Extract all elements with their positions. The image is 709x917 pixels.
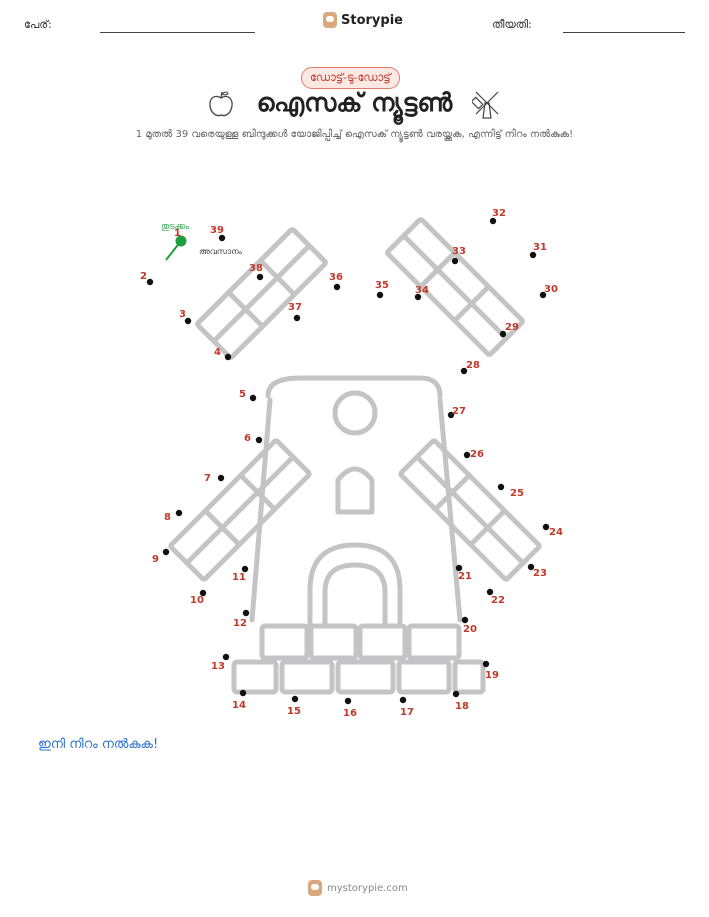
dot-12[interactable] — [242, 609, 250, 617]
page-title: ഐസക് ന്യൂട്ടൺ — [256, 88, 453, 117]
color-prompt: ഇനി നിറം നൽകുക! — [38, 737, 159, 752]
dot-32[interactable] — [489, 217, 497, 225]
dot-18[interactable] — [452, 690, 460, 698]
dot-number-5: 5 — [239, 389, 246, 400]
dot-number-20: 20 — [463, 624, 477, 635]
dot-number-1: 1 — [174, 228, 181, 239]
dot-number-26: 26 — [470, 449, 484, 460]
dot-number-29: 29 — [505, 322, 519, 333]
dot-2[interactable] — [146, 278, 154, 286]
dot-number-34: 34 — [415, 285, 429, 296]
dot-30[interactable] — [539, 291, 547, 299]
dot-22[interactable] — [486, 588, 494, 596]
dot-38[interactable] — [256, 273, 264, 281]
dot-27[interactable] — [447, 411, 455, 419]
brand-logo: Storypie — [323, 12, 403, 28]
dot-number-11: 11 — [232, 572, 246, 583]
dot-number-17: 17 — [400, 707, 414, 718]
dot-37[interactable] — [293, 314, 301, 322]
dot-16[interactable] — [344, 697, 352, 705]
start-label: തുടക്കം — [161, 222, 189, 232]
dot-number-22: 22 — [491, 595, 505, 606]
dot-number-12: 12 — [233, 618, 247, 629]
dot-number-7: 7 — [204, 473, 211, 484]
dot-number-15: 15 — [287, 706, 301, 717]
name-line[interactable] — [100, 32, 255, 33]
dot-number-9: 9 — [152, 554, 159, 565]
dot-29[interactable] — [499, 330, 507, 338]
footer-logo-icon — [308, 880, 322, 896]
dot-number-30: 30 — [544, 284, 558, 295]
dot-10[interactable] — [199, 589, 207, 597]
apple-icon — [209, 91, 233, 117]
dot-19[interactable] — [482, 660, 490, 668]
windmill-icon — [472, 91, 499, 119]
storypie-logo-icon — [323, 12, 337, 28]
footer-url[interactable]: mystorypie.com — [327, 882, 408, 894]
dot-4[interactable] — [224, 353, 232, 361]
dot-number-23: 23 — [533, 568, 547, 579]
activity-badge: ഡോട്ട്-ടു-ഡോട്ട് — [301, 67, 400, 89]
dot-14[interactable] — [239, 689, 247, 697]
dot-number-18: 18 — [455, 701, 469, 712]
dot-11[interactable] — [241, 565, 249, 573]
dot-number-28: 28 — [466, 360, 480, 371]
dot-number-13: 13 — [211, 661, 225, 672]
dot-24[interactable] — [542, 523, 550, 531]
dot-number-27: 27 — [452, 406, 466, 417]
dot-7[interactable] — [217, 474, 225, 482]
dot-31[interactable] — [529, 251, 537, 259]
dot-20[interactable] — [461, 616, 469, 624]
dot-number-2: 2 — [140, 271, 147, 282]
dot-number-19: 19 — [485, 670, 499, 681]
dot-number-21: 21 — [458, 571, 472, 582]
dot-39[interactable] — [218, 234, 226, 242]
instructions: 1 മുതൽ 39 വരെയുള്ള ബിന്ദുക്കൾ യോജിപ്പിച്… — [135, 129, 574, 140]
dot-33[interactable] — [451, 257, 459, 265]
dot-25[interactable] — [497, 483, 505, 491]
windmill-outline — [168, 217, 542, 695]
name-label: പേര്: — [24, 18, 52, 31]
dot-number-24: 24 — [549, 527, 563, 538]
dot-number-4: 4 — [214, 347, 221, 358]
end-label: അവസാനം — [199, 247, 243, 256]
dot-36[interactable] — [333, 283, 341, 291]
dot-number-32: 32 — [492, 208, 506, 219]
dot-number-3: 3 — [179, 309, 186, 320]
dot-number-25: 25 — [510, 488, 524, 499]
dot-number-39: 39 — [210, 225, 224, 236]
dot-15[interactable] — [291, 695, 299, 703]
date-label: തീയതി: — [492, 18, 532, 31]
dot-number-10: 10 — [190, 595, 204, 606]
dot-28[interactable] — [460, 367, 468, 375]
dot-3[interactable] — [184, 317, 192, 325]
dot-26[interactable] — [463, 451, 471, 459]
dot-number-8: 8 — [164, 512, 171, 523]
footer: mystorypie.com — [308, 880, 408, 896]
dot-35[interactable] — [376, 291, 384, 299]
dot-number-35: 35 — [375, 280, 389, 291]
dot-23[interactable] — [527, 563, 535, 571]
dot-number-38: 38 — [249, 263, 263, 274]
dot-17[interactable] — [399, 696, 407, 704]
dot-6[interactable] — [255, 436, 263, 444]
dot-8[interactable] — [175, 509, 183, 517]
dot-5[interactable] — [249, 394, 257, 402]
dot-number-16: 16 — [343, 708, 357, 719]
dot-13[interactable] — [222, 653, 230, 661]
start-pointer — [165, 240, 182, 261]
dot-number-14: 14 — [232, 700, 246, 711]
dot-number-36: 36 — [329, 272, 343, 283]
dot-number-31: 31 — [533, 242, 547, 253]
dot-34[interactable] — [414, 293, 422, 301]
brand-name: Storypie — [341, 12, 403, 28]
date-line[interactable] — [563, 32, 685, 33]
dot-number-6: 6 — [244, 433, 251, 444]
dot-9[interactable] — [162, 548, 170, 556]
dot-number-37: 37 — [288, 302, 302, 313]
dot-21[interactable] — [455, 564, 463, 572]
dot-number-33: 33 — [452, 246, 466, 257]
